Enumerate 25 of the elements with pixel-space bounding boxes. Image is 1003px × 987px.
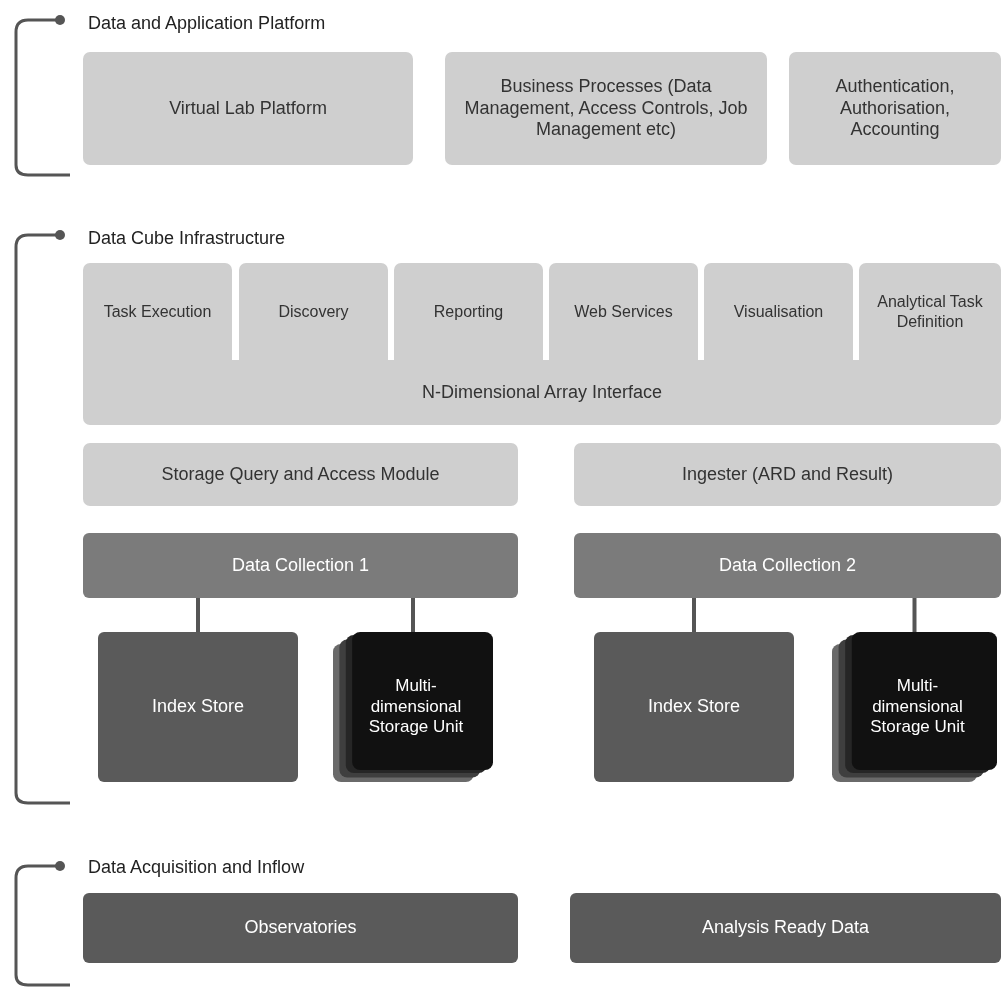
module-tab: Reporting bbox=[394, 263, 543, 360]
module-tab: Analytical Task Definition bbox=[859, 263, 1001, 360]
interface-bar: N-Dimensional Array Interface bbox=[83, 360, 1001, 425]
collection-box: Data Collection 1 bbox=[83, 533, 518, 598]
module-tab: Visualisation bbox=[704, 263, 853, 360]
module-tab: Discovery bbox=[239, 263, 388, 360]
platform-box: Virtual Lab Platform bbox=[83, 52, 413, 165]
module-tab: Web Services bbox=[549, 263, 698, 360]
connector-line bbox=[912, 598, 917, 632]
module-box: Storage Query and Access Module bbox=[83, 443, 518, 506]
connector-line bbox=[196, 598, 200, 632]
connector-line bbox=[692, 598, 696, 632]
module-box: Ingester (ARD and Result) bbox=[574, 443, 1001, 506]
service-box: Authentication, Authorisation, Accounting bbox=[789, 52, 1001, 165]
connector-line bbox=[411, 598, 415, 632]
collection-box: Data Collection 2 bbox=[574, 533, 1001, 598]
store-box: Index Store bbox=[594, 632, 794, 782]
source-box: Observatories bbox=[83, 893, 518, 963]
section-heading: Data Cube Infrastructure bbox=[88, 228, 286, 249]
process-box: Business Processes (Data Management, Access Controls, Job Management etc) bbox=[445, 52, 767, 165]
store-box: Index Store bbox=[98, 632, 298, 782]
section-heading: Data and Application Platform bbox=[88, 13, 326, 34]
module-tab: Task Execution bbox=[83, 263, 232, 360]
source-box: Analysis Ready Data bbox=[570, 893, 1001, 963]
section-heading: Data Acquisition and Inflow bbox=[88, 857, 305, 878]
